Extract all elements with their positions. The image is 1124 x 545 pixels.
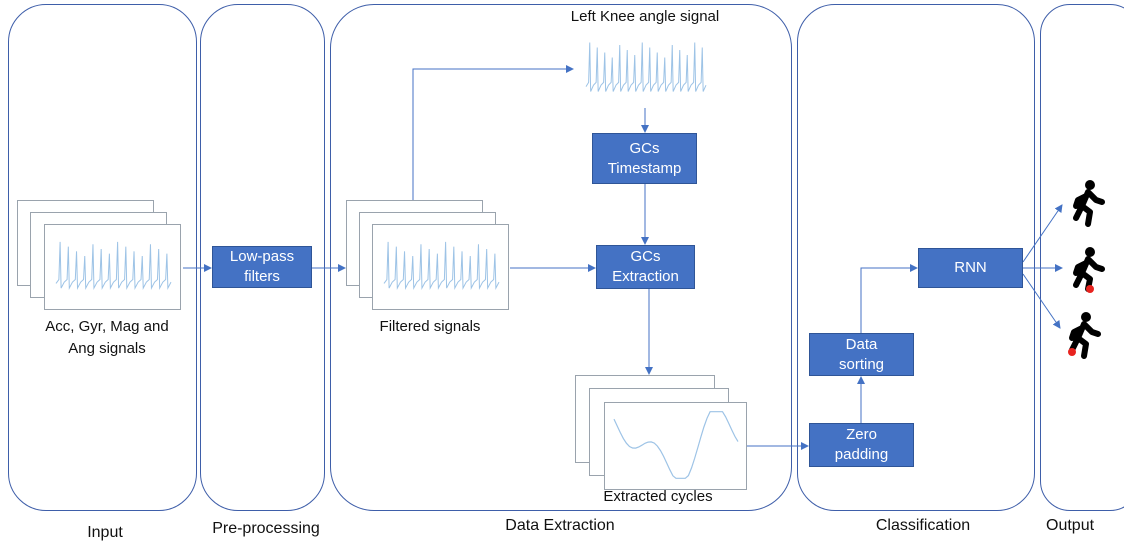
data-sorting-box: Data sorting — [809, 333, 914, 376]
stage-label-preprocessing: Pre-processing — [212, 520, 320, 537]
gcs-timestamp-box: GCs Timestamp — [592, 133, 697, 184]
arrow-filtered-to-knee — [412, 65, 574, 200]
knee-signal-caption: Left Knee angle signal — [570, 8, 720, 25]
input-signal-trace — [55, 241, 172, 291]
input-signals-caption: Acc, Gyr, Mag and Ang signals — [45, 318, 169, 357]
knee-angle-signal-plot — [575, 27, 716, 107]
stage-label-output: Output — [1046, 517, 1095, 534]
stage-label-classification: Classification — [875, 517, 971, 534]
stage-label-input: Input — [87, 524, 123, 541]
knee-angle-signal-trace — [585, 42, 707, 92]
stage-label-data-extraction: Data Extraction — [505, 517, 615, 534]
rnn-box: RNN — [918, 248, 1023, 288]
zero-padding-box: Zero padding — [809, 423, 914, 467]
filtered-signals-caption: Filtered signals — [379, 318, 481, 335]
walking-person-marked-foot-icon — [1073, 247, 1105, 293]
arrow-rnn-to-output-bottom — [1022, 273, 1061, 329]
extracted-cycle-trace — [613, 411, 739, 479]
gcs-extraction-box: GCs Extraction — [596, 245, 695, 289]
walking-person-marked-foot-icon — [1068, 312, 1101, 359]
panel-output — [1040, 4, 1124, 511]
lowpass-filters-box: Low-pass filters — [212, 246, 312, 288]
arrow-rnn-to-output-top — [1022, 204, 1063, 263]
filtered-signal-trace — [383, 241, 500, 291]
walking-person-icon — [1073, 180, 1105, 227]
left-foot-marker — [1068, 348, 1076, 356]
extracted-cycle-plot-front — [604, 402, 747, 490]
right-foot-marker — [1086, 285, 1094, 293]
extracted-cycles-caption: Extracted cycles — [603, 488, 713, 505]
arrow-sorting-to-rnn — [860, 264, 918, 333]
